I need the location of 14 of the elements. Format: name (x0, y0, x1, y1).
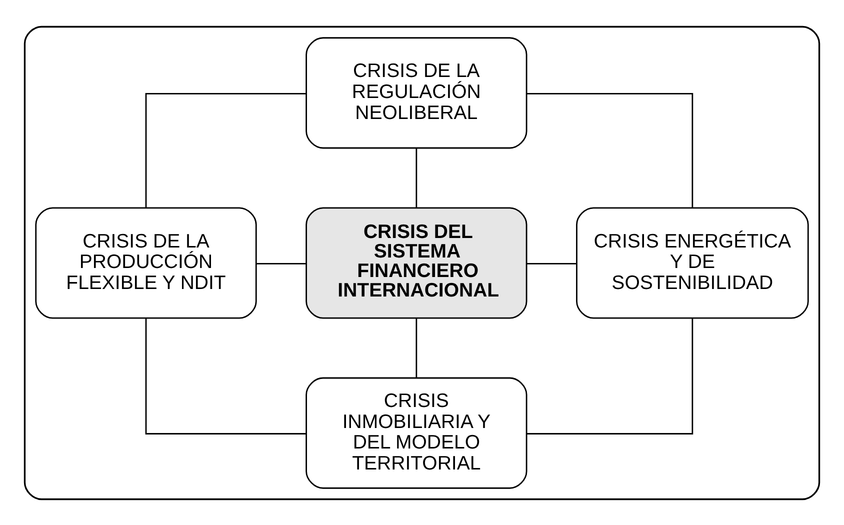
connector (256, 262, 306, 264)
connector (145, 318, 306, 434)
node-box: CRISIS INMOBILIARIA Y DEL MODELO TERRITORIAL (306, 376, 528, 488)
node-box: CRISIS DE LA REGULACIÓN NEOLIBERAL (306, 36, 528, 148)
node-box: CRISIS DEL SISTEMA FINANCIERO INTERNACIONAL (306, 206, 528, 318)
connector (526, 262, 576, 264)
node-box: CRISIS DE LA PRODUCCIÓN FLEXIBLE Y NDIT (35, 206, 257, 318)
connector (416, 148, 418, 207)
cluster (24, 25, 820, 500)
connector (416, 318, 418, 378)
connector (526, 92, 694, 208)
connector (526, 318, 694, 434)
connector (145, 92, 306, 208)
node-box: CRISIS ENERGÉTICA Y DE SOSTENIBILIDAD (576, 206, 809, 318)
